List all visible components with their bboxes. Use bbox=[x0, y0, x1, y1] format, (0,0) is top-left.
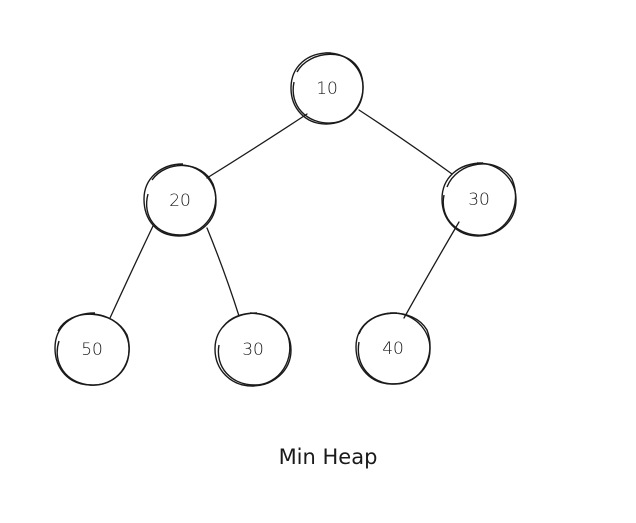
heap-node-right-left: 40 bbox=[355, 312, 431, 385]
edge-10-20 bbox=[206, 113, 308, 179]
heap-node-right: 30 bbox=[441, 162, 517, 237]
node-label: 20 bbox=[169, 191, 191, 211]
node-circle-sketch bbox=[56, 313, 130, 386]
edge-30-40 bbox=[403, 221, 460, 319]
heap-node-left-right: 30 bbox=[214, 312, 292, 387]
heap-node-left-left: 50 bbox=[54, 312, 130, 386]
node-circle-sketch bbox=[292, 53, 364, 124]
edge-20-30 bbox=[206, 227, 240, 317]
heap-node-root: 10 bbox=[290, 52, 364, 125]
edge-20-50 bbox=[109, 225, 154, 319]
diagram-caption: Min Heap bbox=[279, 445, 378, 469]
node-circle-sketch bbox=[217, 312, 291, 386]
node-circle bbox=[441, 162, 517, 237]
node-circle-sketch bbox=[357, 312, 431, 385]
edge-group bbox=[109, 109, 460, 319]
heap-node-left: 20 bbox=[143, 163, 217, 237]
node-circle-sketch bbox=[146, 164, 217, 236]
node-label: 30 bbox=[468, 190, 490, 210]
node-label: 30 bbox=[242, 340, 264, 360]
node-circle bbox=[290, 52, 364, 125]
node-label: 50 bbox=[81, 340, 103, 360]
node-circle bbox=[143, 163, 217, 237]
node-circle-sketch bbox=[442, 163, 517, 236]
node-label: 10 bbox=[316, 79, 338, 99]
edge-10-30 bbox=[358, 109, 453, 175]
node-label: 40 bbox=[382, 339, 404, 359]
